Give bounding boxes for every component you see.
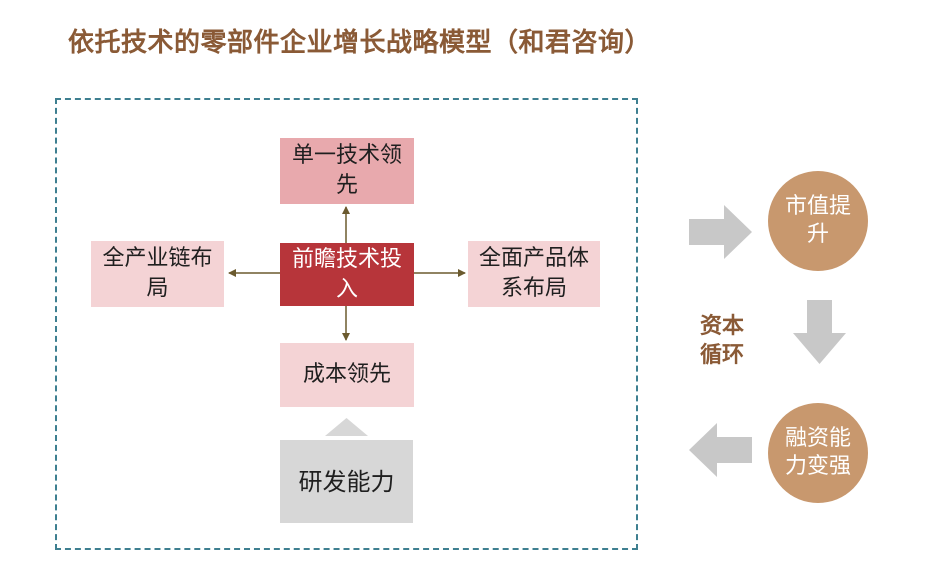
rd-capability-box: 研发能力 [280, 440, 413, 523]
full-product-system-box: 全面产品体系布局 [468, 241, 600, 307]
full-industry-chain-box: 全产业链布局 [91, 241, 224, 307]
market-value-circle: 市值提升 [768, 171, 868, 271]
single-tech-lead-box: 单一技术领先 [280, 138, 414, 204]
left-block-arrow-icon [689, 423, 752, 477]
support-triangle-icon [325, 418, 368, 436]
capital-cycle-label: 资本循环 [699, 314, 744, 368]
cost-lead-box: 成本领先 [280, 343, 414, 407]
page-title: 依托技术的零部件企业增长战略模型（和君咨询） [68, 28, 652, 58]
strategy-model-frame [55, 98, 638, 550]
forward-tech-investment-box: 前瞻技术投入 [280, 243, 414, 306]
right-block-arrow-icon [689, 205, 752, 259]
financing-capability-circle: 融资能力变强 [768, 403, 868, 503]
down-block-arrow-icon [793, 300, 846, 364]
